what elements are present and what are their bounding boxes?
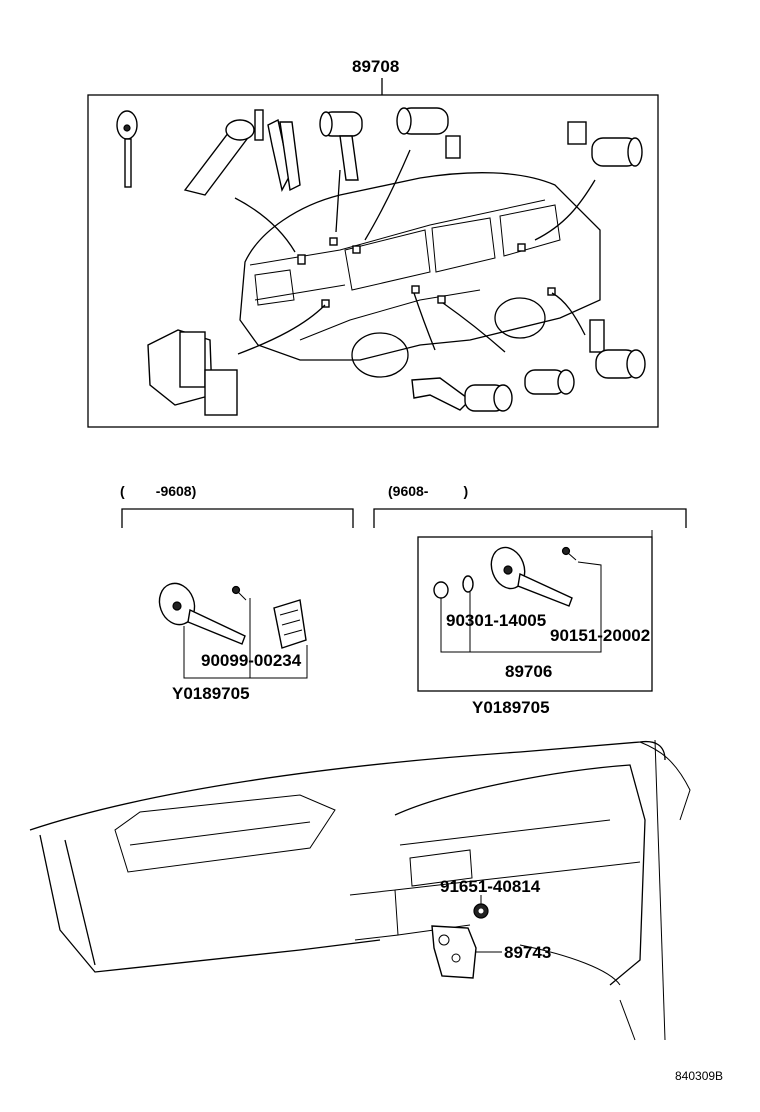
screw-icon-left	[231, 585, 247, 601]
back-door-cylinder-icon	[411, 377, 513, 412]
assembly-frame	[87, 94, 659, 428]
hood-lock-icon	[147, 329, 238, 416]
dashboard-illustration	[29, 739, 691, 1041]
screw-icon-right	[561, 546, 577, 561]
range-after-section: (9608- )	[373, 483, 687, 528]
label-dash-bracket[interactable]: 89743	[504, 943, 551, 962]
leader-right-sub-set	[440, 561, 602, 653]
label-right-sub-set[interactable]: 89706	[505, 662, 552, 681]
nut-icon	[473, 903, 489, 919]
key-icon-right	[490, 546, 573, 607]
label-dash-nut[interactable]: 91651-40814	[440, 877, 541, 896]
label-right-washer[interactable]: 90301-14005	[446, 611, 546, 630]
label-main-assembly[interactable]: 89708	[352, 57, 399, 76]
label-left-screw[interactable]: 90099-00234	[201, 651, 302, 670]
diagram-code: 840309B	[675, 1069, 723, 1083]
van-body-illustration	[239, 172, 601, 378]
location-arrows	[234, 149, 596, 355]
key-icon-left	[158, 582, 246, 645]
dashboard-section: 91651-40814 89743	[29, 739, 691, 1041]
glove-box-cylinder-icon	[524, 369, 575, 395]
ignition-cylinder-icon	[183, 109, 301, 196]
label-right-key-set[interactable]: Y0189705	[472, 698, 550, 717]
right-key-set-frame	[417, 536, 653, 692]
label-left-key-set[interactable]: Y0189705	[172, 684, 250, 703]
washer-icon-2	[462, 575, 474, 593]
key-icon	[116, 110, 138, 188]
bracket-icon	[431, 925, 477, 979]
label-range-before[interactable]: ( -9608)	[120, 483, 196, 499]
label-right-screw[interactable]: 90151-20002	[550, 626, 650, 645]
door-lock-cylinder-icon-2	[396, 107, 461, 159]
slide-door-lock-cylinder-icon	[567, 121, 643, 167]
right-key-set-section: 90301-14005 90151-20002 89706 Y0189705	[417, 530, 653, 717]
door-lock-cylinder-icon-1	[319, 111, 363, 181]
transponder-chip-icon	[273, 599, 307, 649]
lock-cylinder-set-section: 89708	[87, 57, 659, 428]
bracket-range-after	[373, 508, 687, 528]
leader-left-key-set	[183, 626, 308, 679]
fuel-lid-cylinder-icon	[589, 319, 646, 379]
range-before-section: ( -9608)	[120, 483, 354, 528]
label-range-after[interactable]: (9608- )	[388, 483, 468, 499]
bracket-range-before	[121, 508, 354, 528]
left-key-set-section: 90099-00234 Y0189705	[158, 582, 308, 703]
washer-icon-1	[433, 581, 449, 599]
